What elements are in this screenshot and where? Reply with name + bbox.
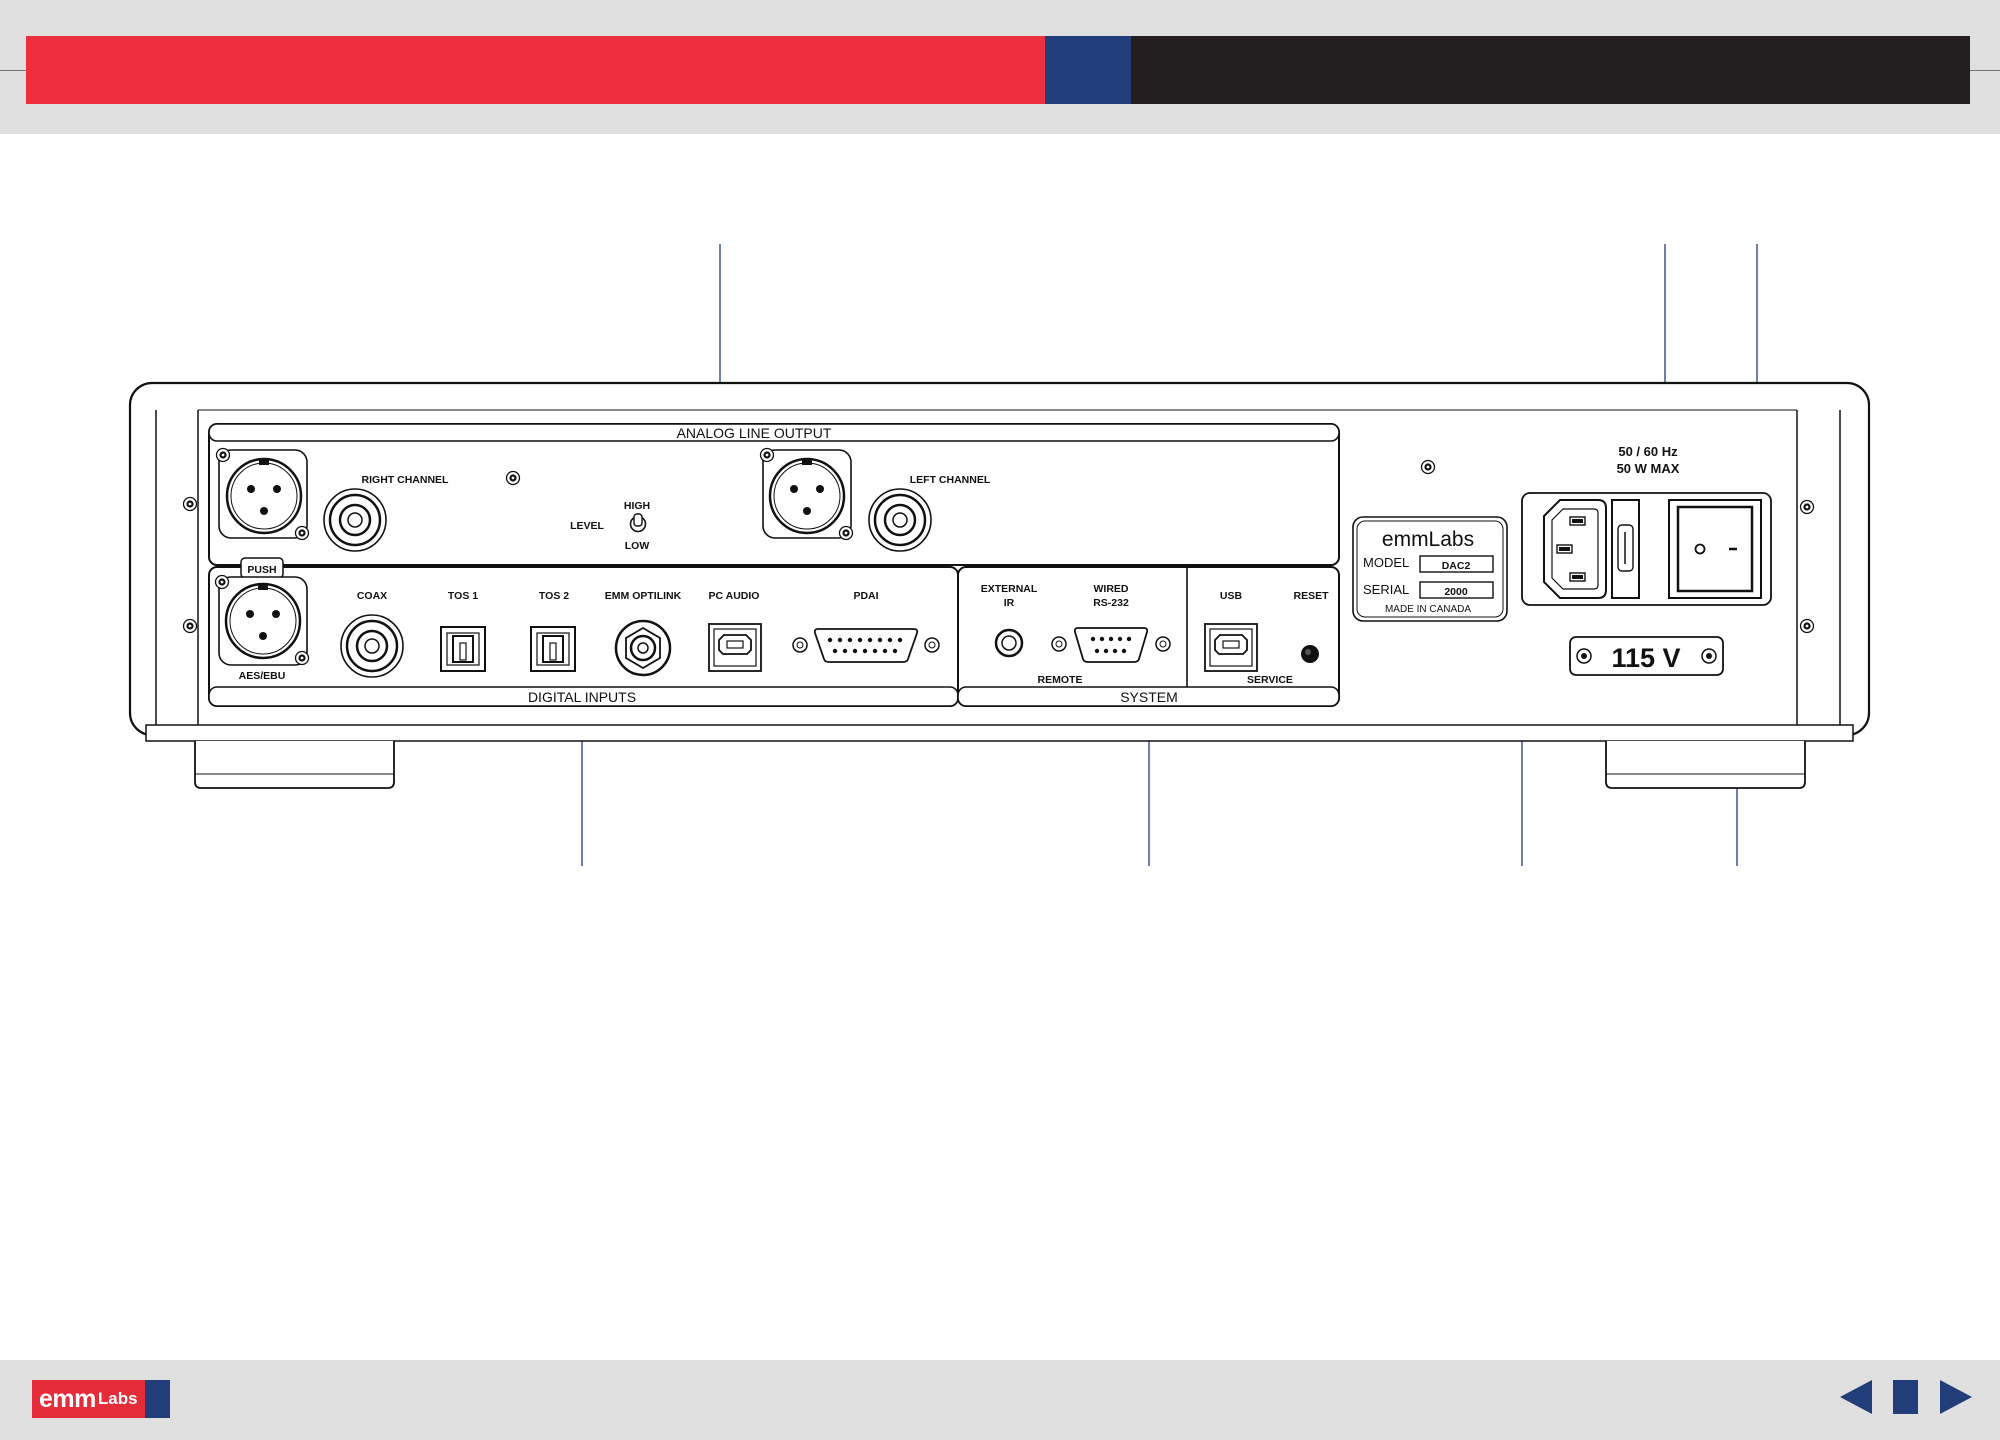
voltage-plate: 115 V [1569,636,1724,676]
plate-made-in: MADE IN CANADA [1385,604,1471,615]
system-module: SYSTEM EXTERNAL IR WIRED RS-232 REMOTE U… [957,566,1340,707]
external-ir-label-line1: EXTERNAL [981,583,1038,595]
feet [194,741,1806,789]
home-page-icon[interactable] [1893,1380,1918,1414]
level-low-label: LOW [625,540,650,552]
rca-left-output[interactable] [868,488,932,552]
screw-icon [505,470,521,486]
screw-icon [1799,618,1815,634]
power-max-label: 50 W MAX [1617,461,1680,476]
pc-audio-label: PC AUDIO [709,590,760,602]
screw-icon [294,650,310,666]
screw-icon [759,447,775,463]
tos1-input[interactable] [440,626,486,672]
plate-brand: emmLabs [1382,528,1474,551]
voltage-label: 115 V [1611,643,1680,673]
service-label: SERVICE [1247,674,1293,686]
external-ir-input[interactable] [994,628,1024,658]
reset-label: RESET [1293,590,1329,602]
level-label: LEVEL [570,520,604,532]
logo-blue-block [144,1380,170,1418]
service-usb-port[interactable] [1204,623,1258,672]
header-bar-blue [1045,36,1131,104]
screw-icon [838,525,854,541]
coax-input[interactable] [340,614,404,678]
level-toggle-switch[interactable] [629,513,647,533]
xlr-right-output[interactable] [218,449,308,539]
logo-labs-text: Labs [97,1389,138,1408]
pdai-input[interactable] [792,628,940,663]
screw-icon [214,574,230,590]
digital-inputs-module: DIGITAL INPUTS PUSH AES/EBU COAX TOS 1 [208,557,959,707]
left-channel-label: LEFT CHANNEL [910,474,991,486]
next-page-icon[interactable] [1940,1380,1972,1414]
emm-optilink-label: EMM OPTILINK [605,590,682,602]
right-channel-label: RIGHT CHANNEL [362,474,449,486]
screw-icon [182,618,198,634]
screw-icon [1420,459,1436,475]
aes-ebu-label: AES/EBU [239,670,286,682]
reset-button[interactable] [1301,645,1319,663]
push-label: PUSH [247,564,276,576]
wired-label-line2: RS-232 [1093,597,1129,609]
logo-emm-text: emm [39,1384,96,1413]
plate-serial-label: SERIAL [1363,582,1409,597]
system-section-title: SYSTEM [1120,689,1178,705]
coax-label: COAX [357,590,387,602]
header-rule-left [0,70,26,71]
model-label-plate: emmLabs MODEL DAC2 SERIAL 2000 MADE IN C… [1352,516,1508,622]
digital-section-title: DIGITAL INPUTS [528,689,636,705]
external-ir-label-line2: IR [1004,597,1015,609]
header-rule-right [1970,70,2000,71]
header-bar-black [1131,36,1970,104]
header-bar-red [26,36,1045,104]
fuse-holder[interactable] [1611,499,1640,599]
remote-label: REMOTE [1038,674,1083,686]
footer-band [0,1360,2000,1440]
level-high-label: HIGH [624,500,650,512]
screw-icon [182,496,198,512]
plate-model-label: MODEL [1363,555,1409,570]
wired-label-line1: WIRED [1094,583,1129,595]
rca-right-output[interactable] [323,488,387,552]
plate-serial-value: 2000 [1444,586,1468,598]
emm-optilink-input[interactable] [614,619,672,677]
aes-ebu-input[interactable] [218,557,308,666]
rs232-port[interactable] [1051,627,1171,663]
iec-power-inlet[interactable] [1543,499,1607,599]
power-section: 50 / 60 Hz 50 W MAX [1521,444,1772,676]
pdai-label: PDAI [853,590,878,602]
previous-page-icon[interactable] [1840,1380,1872,1414]
screw-icon [1799,499,1815,515]
pc-audio-usb-input[interactable] [708,623,762,672]
power-rocker-switch[interactable] [1668,499,1762,599]
analog-section-title: ANALOG LINE OUTPUT [677,425,832,441]
screw-icon [215,447,231,463]
analog-output-module: ANALOG LINE OUTPUT RIGHT CHANNEL LEVEL H… [208,423,1340,566]
tos2-input[interactable] [530,626,576,672]
power-frequency-label: 50 / 60 Hz [1618,444,1678,459]
plate-model-value: DAC2 [1442,560,1471,572]
tos2-label: TOS 2 [539,590,569,602]
screw-icon [294,525,310,541]
logo-wordmark: emm Labs [32,1380,145,1418]
xlr-left-output[interactable] [762,449,852,539]
tos1-label: TOS 1 [448,590,478,602]
usb-label: USB [1220,590,1243,602]
emmlabs-logo: emm Labs [32,1380,170,1418]
